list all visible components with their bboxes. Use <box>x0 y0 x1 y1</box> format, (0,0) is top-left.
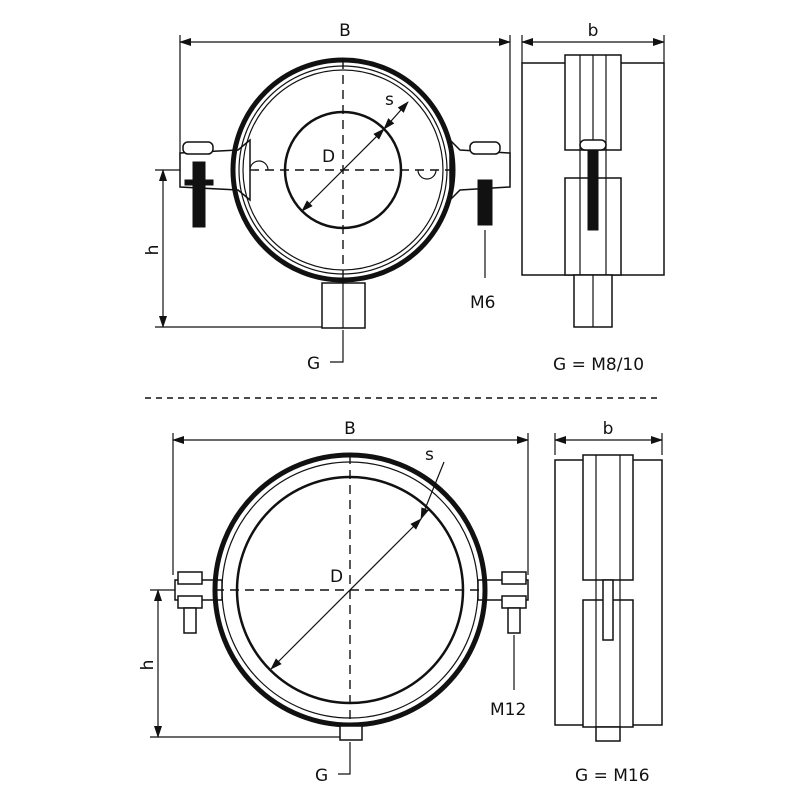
bottom-nut <box>339 725 363 741</box>
bottom-side-view: b G = M16 <box>554 419 663 786</box>
bottom-front-view: B h D s M12 G <box>138 419 529 786</box>
top-thread-label: G <box>307 354 320 374</box>
top-diameter-label: D <box>322 147 335 167</box>
bottom-right-bolt <box>501 571 527 634</box>
top-height-label: h <box>143 245 163 256</box>
top-right-bolt <box>469 141 501 226</box>
bottom-width-label: B <box>344 419 356 439</box>
bottom-diameter-label: D <box>330 567 343 587</box>
bottom-thread-spec: G = M16 <box>575 766 650 786</box>
bottom-side-width-label: b <box>603 419 614 439</box>
bottom-left-bolt <box>177 571 203 634</box>
bottom-height-label: h <box>138 660 158 671</box>
bottom-wall-label: s <box>425 445 434 465</box>
bottom-bolt-label: M12 <box>490 700 526 720</box>
top-width-label: B <box>339 21 351 41</box>
top-wall-label: s <box>385 90 394 110</box>
top-bolt-label: M6 <box>470 293 495 313</box>
top-front-view: B h D s M6 G <box>143 21 511 374</box>
top-side-view: b G = M8/10 <box>521 21 665 375</box>
top-left-bolt <box>182 141 214 228</box>
top-nut <box>321 282 366 329</box>
bottom-thread-label: G <box>315 766 328 786</box>
top-d-dimension <box>301 128 385 212</box>
top-thread-spec: G = M8/10 <box>553 355 644 375</box>
top-side-width-label: b <box>588 21 599 41</box>
